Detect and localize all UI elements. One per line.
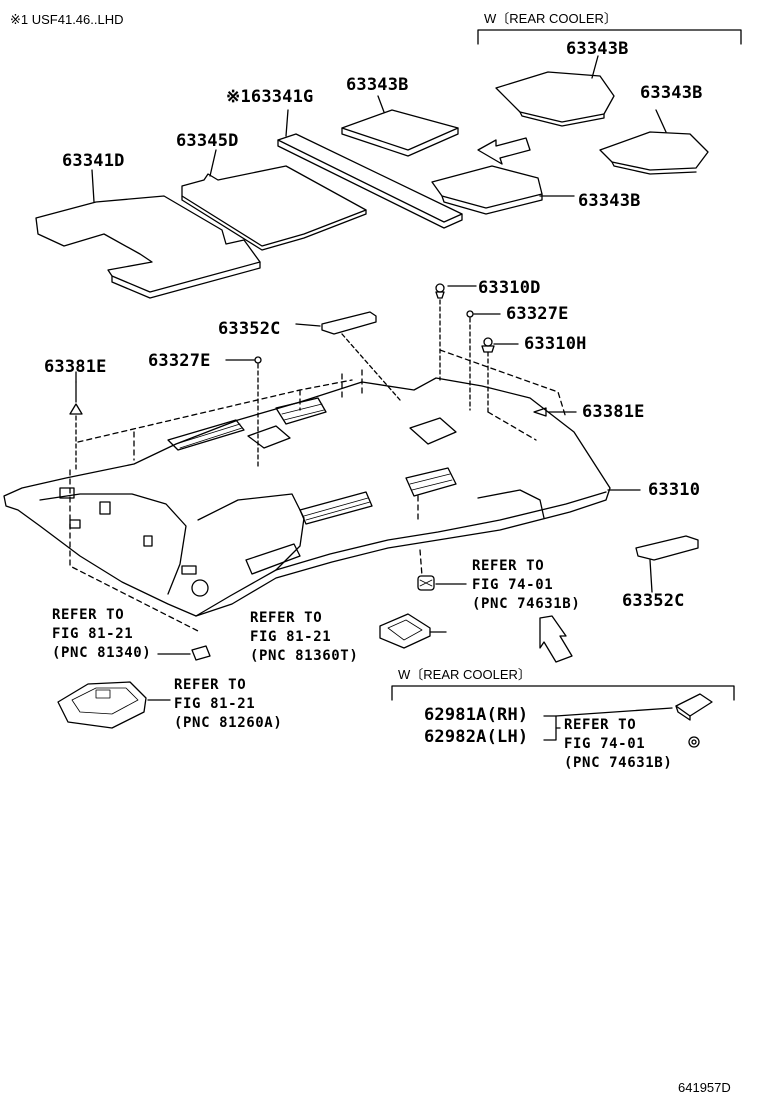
part-label-63310H[interactable]: 63310H	[524, 334, 587, 354]
leader-63343B-3	[377, 95, 385, 113]
group-label-rear-cooler-bottom: W〔REAR COOLER〕	[398, 667, 531, 682]
clip-63327E-left	[225, 356, 262, 469]
drawing-number: 641957D	[678, 1080, 731, 1095]
part-label-63343B[interactable]: 63343B	[566, 39, 629, 59]
lamp-opening	[409, 417, 457, 445]
part-label-63381E[interactable]: 63381E	[44, 357, 107, 377]
part-label-63343B[interactable]: 63343B	[578, 191, 641, 211]
direction-arrow-top	[477, 137, 531, 165]
part-label-63341D[interactable]: 63341D	[62, 151, 125, 171]
pad-63345D-edge	[181, 195, 367, 251]
pad-63341D-edge	[111, 261, 261, 299]
part-label-63310D[interactable]: 63310D	[478, 278, 541, 298]
lamp-opening-2	[245, 543, 301, 575]
reference-81360T[interactable]: REFER TO FIG 81-21 (PNC 81360T)	[250, 610, 359, 664]
console-81260A	[57, 681, 171, 729]
reference-74631B-bottom[interactable]: REFER TO FIG 74-01 (PNC 74631B)	[564, 717, 673, 771]
socket-74631B	[417, 575, 467, 591]
reference-81260A[interactable]: REFER TO FIG 81-21 (PNC 81260A)	[174, 677, 283, 731]
leader-63341G	[285, 109, 289, 137]
vent-mid	[275, 397, 327, 425]
headliner-inner-mid	[197, 493, 305, 571]
pad-63343B-1	[495, 71, 615, 123]
part-label-63327E[interactable]: 63327E	[148, 351, 211, 371]
clip-63310D	[435, 283, 477, 381]
vent-rear-left	[299, 491, 373, 525]
part-label-63352C[interactable]: 63352C	[218, 319, 281, 339]
part-label-63381E[interactable]: 63381E	[582, 402, 645, 422]
part-label-63327E[interactable]: 63327E	[506, 304, 569, 324]
group-bracket-bottom	[391, 685, 735, 701]
reference-81340[interactable]: REFER TO FIG 81-21 (PNC 81340)	[52, 607, 152, 661]
pad-63343B-1-edge	[519, 111, 605, 127]
part-label-62982A[interactable]: 62982A(LH)	[424, 727, 529, 747]
headliner-front-edge	[195, 491, 607, 617]
clip-63327E-right	[466, 310, 501, 411]
part-label-63345D[interactable]: 63345D	[176, 131, 239, 151]
leader-63343B-1	[591, 55, 599, 79]
part-label-63343B[interactable]: 63343B	[346, 75, 409, 95]
pad-63343B-2-edge	[611, 161, 697, 175]
leader-62981A-2	[555, 707, 673, 717]
pad-63343B-3	[341, 109, 459, 151]
leader-63343B-2	[655, 109, 667, 133]
leader-62981A	[543, 715, 557, 741]
group-bracket-top	[477, 29, 742, 45]
part-label-63352C[interactable]: 63352C	[622, 591, 685, 611]
group-label-rear-cooler-top: W〔REAR COOLER〕	[484, 11, 617, 26]
leader-63345D	[209, 149, 217, 177]
part-label-63310[interactable]: 63310	[648, 480, 701, 500]
pad-63343B-4	[431, 165, 543, 209]
part-63352C-right	[635, 535, 699, 561]
headliner-63310	[3, 377, 611, 617]
vent-rear-right	[405, 467, 457, 497]
direction-arrow-up	[539, 615, 573, 663]
strip-63341G	[277, 133, 463, 223]
reference-74631B-top[interactable]: REFER TO FIG 74-01 (PNC 74631B)	[472, 558, 581, 612]
part-label-62981A[interactable]: 62981A(RH)	[424, 705, 529, 725]
grommet-74631B	[688, 736, 700, 748]
strip-63341G-edge	[277, 139, 463, 229]
part-label-63341G[interactable]: ※163341G	[226, 87, 314, 107]
pad-63345D	[181, 165, 367, 247]
headliner-inner-left	[39, 493, 187, 595]
console-opening	[247, 425, 291, 449]
pad-63343B-4-edge	[441, 193, 543, 215]
pad-63343B-2	[599, 131, 709, 171]
clip-63381E-left	[69, 381, 83, 471]
clip-63310H	[481, 337, 519, 413]
leader-63341D	[91, 169, 95, 203]
part-label-63343B[interactable]: 63343B	[640, 83, 703, 103]
pad-63343B-3-edge	[341, 127, 459, 157]
vent-front	[167, 419, 245, 451]
switch-81340	[157, 645, 211, 661]
part-63352C-top	[321, 311, 377, 335]
header-note: ※1 USF41.46..LHD	[10, 12, 124, 27]
lamp-81360T	[379, 613, 447, 649]
duct-62981A	[675, 693, 713, 721]
headliner-inner-right	[477, 489, 545, 519]
clip-63381E-right	[533, 407, 577, 417]
pad-63341D	[35, 195, 261, 293]
